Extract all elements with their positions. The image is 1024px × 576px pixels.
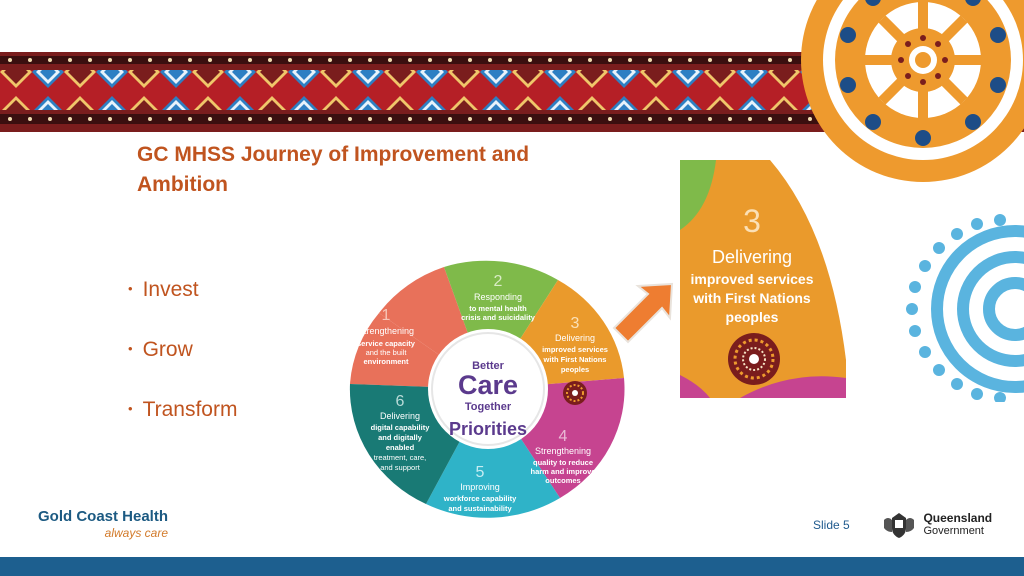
segment-4-label: 4 Strengthening quality to reduce harm a… — [530, 428, 595, 485]
segment-text: to mental health — [469, 304, 527, 313]
segment-6-label: 6 Delivering digital capability and digi… — [371, 393, 431, 472]
segment-text: quality to reduce — [533, 458, 593, 467]
card-heading: Delivering — [712, 247, 792, 267]
segment-text: crisis and suicidality — [461, 313, 536, 322]
priority-3-zoom-card: 3 Delivering improved services with Firs… — [680, 160, 846, 398]
bullet-dot-icon: • — [128, 281, 133, 296]
segment-heading: Strengthening — [358, 326, 414, 336]
bullet-dot-icon: • — [128, 401, 133, 416]
coat-of-arms-icon — [884, 513, 914, 538]
queensland-government-logo: Queensland Government — [882, 510, 992, 540]
segment-text: digital capability — [371, 423, 431, 432]
segment-heading: Responding — [474, 292, 522, 302]
card-number: 3 — [743, 203, 761, 239]
segment-heading: Improving — [460, 482, 500, 492]
footer-bar — [0, 557, 1024, 576]
bullet-dot-icon: • — [128, 341, 133, 356]
segment-text: with First Nations — [543, 355, 607, 364]
bullet-text: Invest — [142, 278, 199, 301]
segment-text: service capacity — [357, 339, 416, 348]
segment-number: 2 — [494, 273, 503, 290]
segment-number: 6 — [396, 393, 405, 410]
slide-title-line-2: Ambition — [137, 173, 228, 196]
segment-1-label: 1 Strengthening service capacity and the… — [357, 307, 416, 366]
logo-tagline: always care — [104, 526, 169, 540]
segment-text: workforce capability — [443, 494, 517, 503]
segment-5-label: 5 Improving workforce capability and sus… — [443, 464, 517, 513]
segment-5-shape — [426, 389, 560, 518]
card-text: with First Nations — [692, 290, 811, 306]
card-text: improved services — [691, 271, 814, 287]
segment-text: and support — [380, 463, 421, 472]
gold-coast-health-logo: Gold Coast Health always care — [38, 508, 168, 540]
segment-text: and sustainability — [448, 504, 512, 513]
wheel-center-text: Priorities — [449, 419, 527, 439]
wheel-center-text: Together — [465, 401, 512, 413]
wheel-center-text: Care — [458, 370, 518, 400]
segment-heading: Delivering — [380, 411, 420, 421]
bullet-item: • Invest — [128, 276, 237, 336]
blue-ring-motif — [906, 214, 1024, 402]
bullet-item: • Grow — [128, 336, 237, 396]
arrow-up-right-icon — [612, 282, 674, 344]
segment-text: and digitally — [378, 433, 423, 442]
segment-text: peoples — [561, 365, 589, 374]
logo-name: Gold Coast Health — [38, 508, 169, 525]
qld-line-1: Queensland — [923, 511, 993, 525]
bullet-list: • Invest • Grow • Transform — [128, 276, 237, 456]
wheel-center-text: Better — [472, 360, 505, 372]
bullet-item: • Transform — [128, 396, 237, 456]
segment-text: and the built — [366, 348, 408, 357]
dot-circle-icon — [728, 333, 780, 385]
slide-title: GC MHSS Journey of Improvement and Ambit… — [137, 140, 567, 200]
segment-text: enabled — [386, 443, 415, 452]
segment-number: 4 — [559, 428, 568, 445]
bullet-text: Transform — [142, 398, 238, 421]
slide-number: Slide 5 — [813, 518, 850, 532]
segment-heading: Delivering — [555, 333, 595, 343]
slide-title-line-1: GC MHSS Journey of Improvement and — [137, 143, 530, 166]
segment-number: 1 — [382, 307, 391, 324]
card-text: peoples — [726, 309, 779, 325]
bullet-text: Grow — [142, 338, 193, 361]
segment-2-shape — [444, 260, 558, 389]
qld-line-2: Government — [923, 525, 984, 537]
segment-text: treatment, care, — [374, 453, 427, 462]
segment-number: 5 — [476, 464, 485, 481]
dot-circle-icon — [563, 381, 587, 405]
segment-text: harm and improve — [530, 467, 595, 476]
segment-number: 3 — [571, 315, 580, 332]
segment-text: improved services — [542, 345, 608, 354]
segment-heading: Strengthening — [535, 446, 591, 456]
segment-2-label: 2 Responding to mental health crisis and… — [461, 273, 536, 322]
orange-dot-medallion — [801, 0, 1024, 182]
priorities-wheel: Better Care Together Priorities 1 Streng… — [349, 260, 625, 518]
segment-3-label: 3 Delivering improved services with Firs… — [542, 315, 608, 374]
segment-text: environment — [363, 357, 409, 366]
segment-text: outcomes — [545, 476, 580, 485]
